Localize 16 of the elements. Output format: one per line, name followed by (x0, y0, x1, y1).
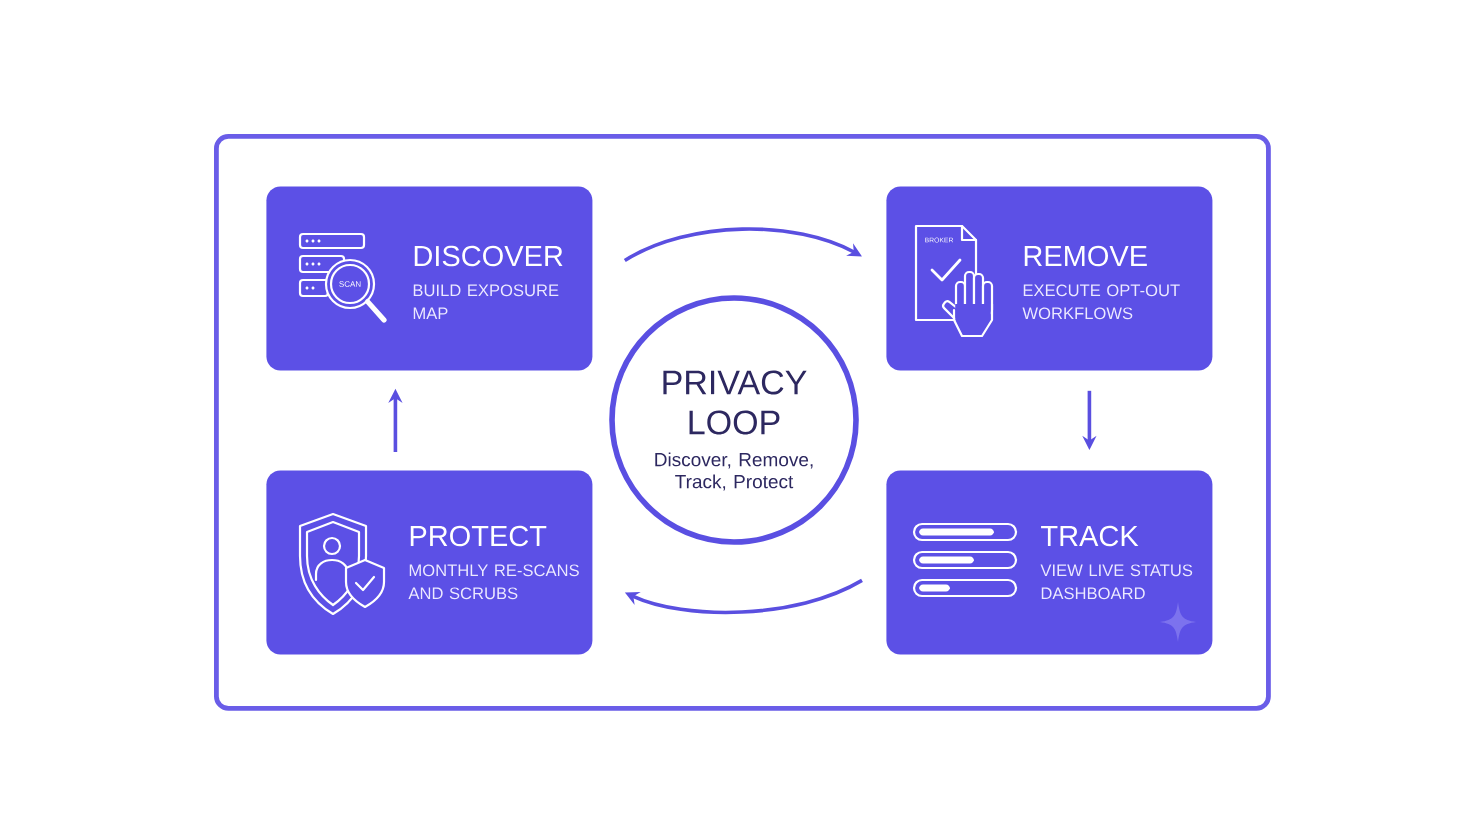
card-text: VIEW LIVE STATUS DASHBOARD (1040, 564, 1193, 600)
step-card (886, 186, 1213, 371)
step-card (266, 186, 593, 371)
circle-text: Discover, Remove, Track, Protect (655, 452, 813, 491)
card-text: MONTHLY RE-SCANS AND SCRUBS (408, 564, 579, 600)
step-card (886, 470, 1213, 655)
outer-frame (214, 134, 1271, 711)
card-text: BUILD EXPOSURE MAP (413, 284, 559, 319)
card-title: DISCOVER (414, 245, 563, 267)
card-title: REMOVE (1024, 245, 1147, 267)
card-title: PROTECT (410, 525, 547, 547)
step-card (266, 470, 593, 655)
card-title: TRACK (1041, 525, 1139, 547)
card-text: EXECUTE OPT-OUT WORKFLOWS (1022, 284, 1180, 320)
loop-circle (609, 295, 859, 545)
circle-title: PRIVACY LOOP (663, 370, 807, 435)
